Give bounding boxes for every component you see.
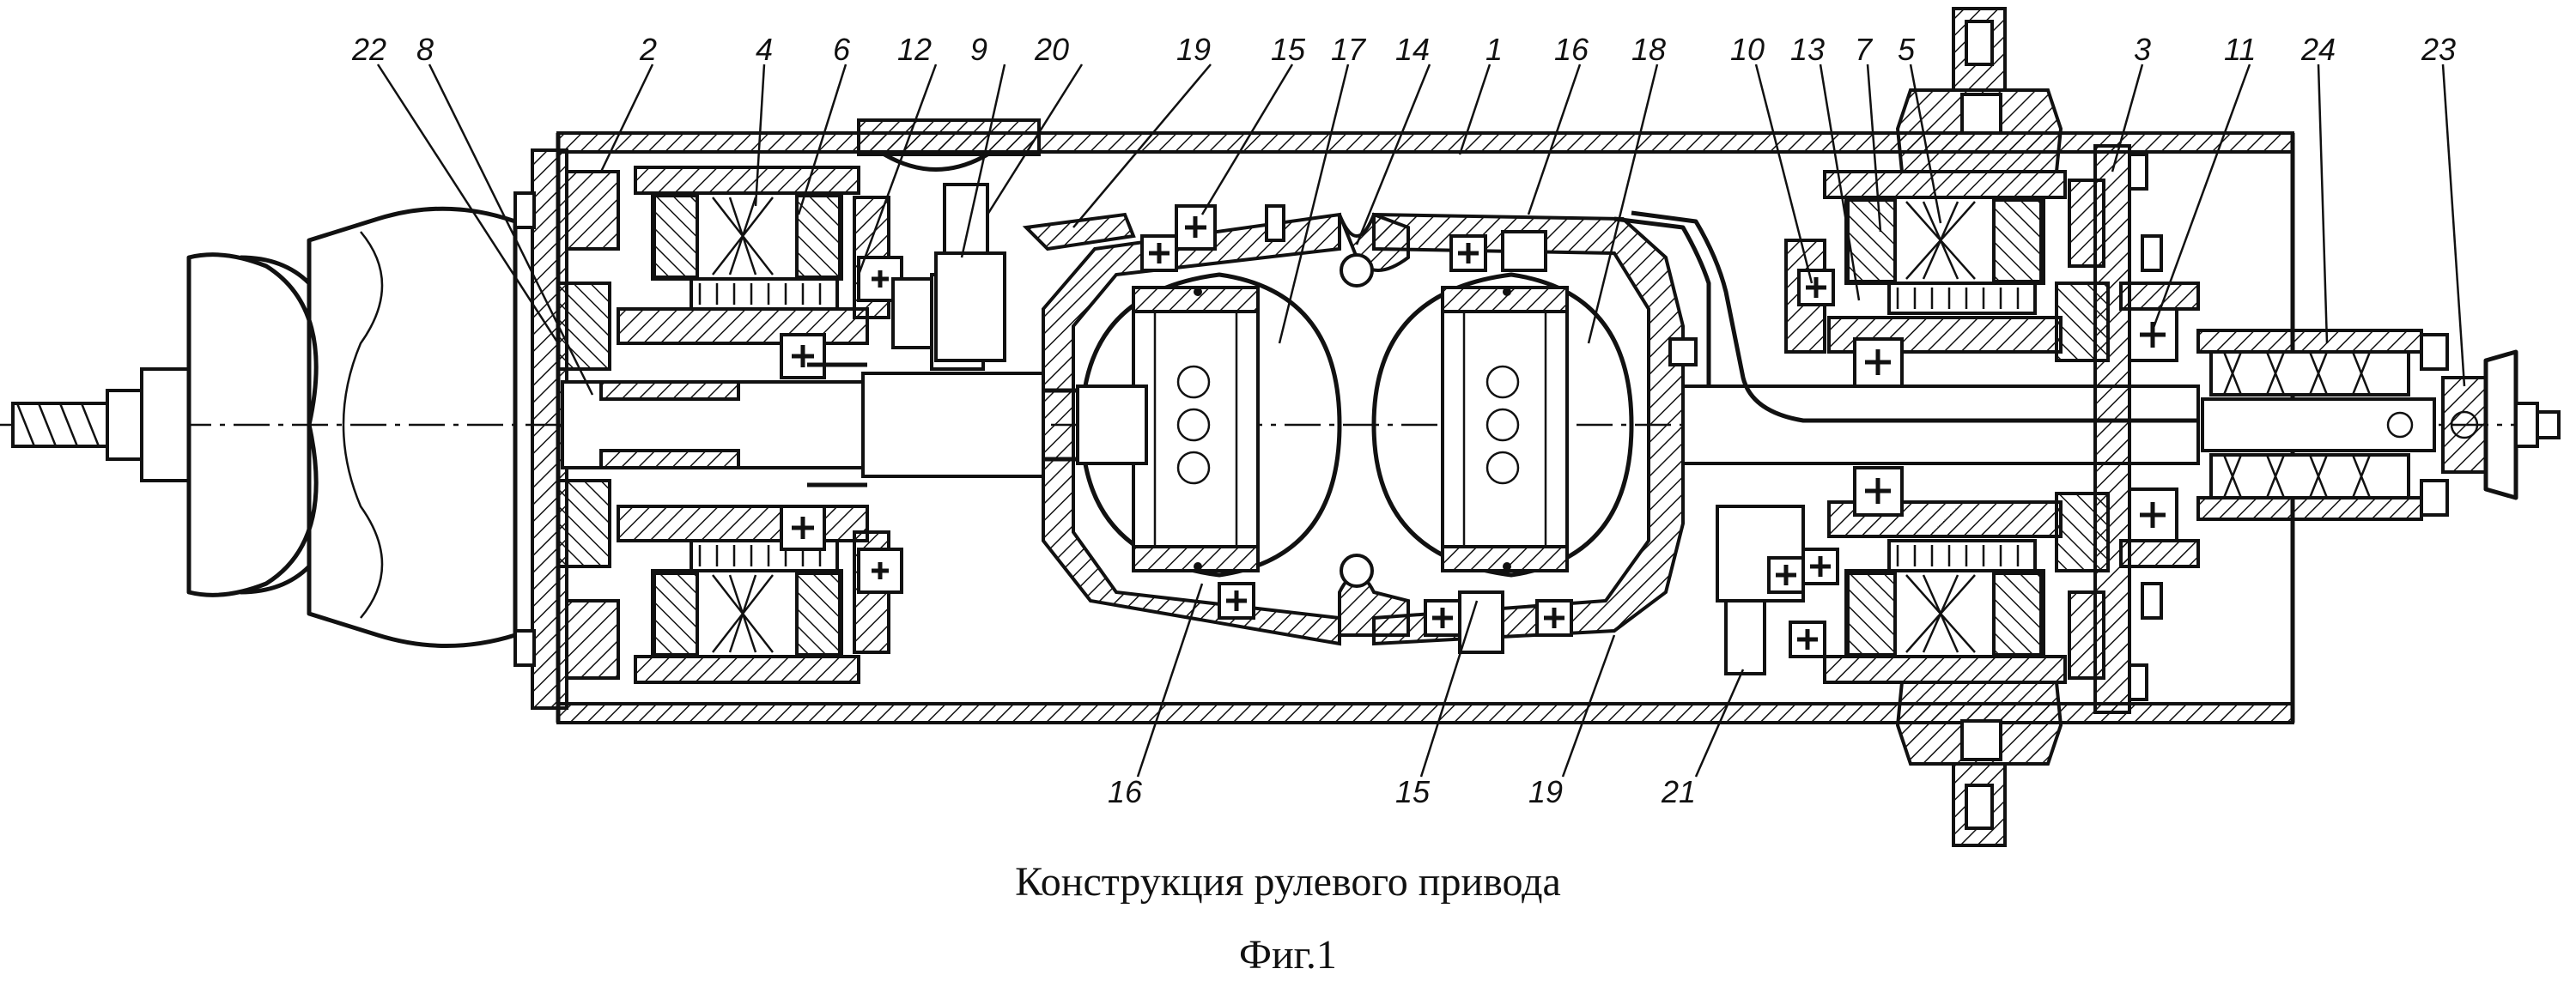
callout-24: 24 xyxy=(2300,32,2336,67)
callout-18: 18 xyxy=(1631,32,1666,67)
right-bearings-11 xyxy=(2119,282,2200,568)
left-end-cap-2 xyxy=(513,148,620,710)
callout-leaders xyxy=(376,64,2466,778)
callout-12: 12 xyxy=(897,32,932,67)
callout-bottom-19: 19 xyxy=(1528,774,1563,809)
right-end-cap-3 xyxy=(2055,144,2163,714)
callout-1: 1 xyxy=(1485,32,1503,67)
callouts-top: 22 8 2 4 6 12 9 20 19 15 17 14 1 16 18 1… xyxy=(351,32,2456,67)
callout-2: 2 xyxy=(639,32,657,67)
mounting-lug-top xyxy=(1895,7,2063,173)
central-shaft xyxy=(1076,385,1148,465)
right-motor-upper xyxy=(1784,170,2067,388)
callout-14: 14 xyxy=(1395,32,1430,67)
callouts-bottom: 16 15 19 21 xyxy=(1108,774,1696,809)
callout-23: 23 xyxy=(2421,32,2456,67)
callout-6: 6 xyxy=(833,32,851,67)
callout-15: 15 xyxy=(1271,32,1306,67)
sensor-21 xyxy=(1716,505,1826,675)
callout-17: 17 xyxy=(1331,32,1367,67)
callout-16: 16 xyxy=(1554,32,1589,67)
figure-caption-title: Конструкция рулевого привода xyxy=(1015,859,1561,905)
connector-23 xyxy=(2441,349,2561,500)
left-motor-upper xyxy=(617,166,903,345)
left-motor-lower xyxy=(617,505,903,684)
left-output-shaft xyxy=(11,206,518,648)
callout-20: 20 xyxy=(1034,32,1069,67)
drum-17 xyxy=(1079,204,1342,620)
callout-bottom-16: 16 xyxy=(1108,774,1143,809)
callout-5: 5 xyxy=(1898,32,1916,67)
callout-bottom-21: 21 xyxy=(1661,774,1696,809)
gearbox-casing xyxy=(1022,212,1685,646)
callout-9: 9 xyxy=(970,32,987,67)
callout-3: 3 xyxy=(2134,32,2151,67)
figure-number: Фиг.1 xyxy=(1239,932,1337,978)
callout-11: 11 xyxy=(2224,32,2256,67)
callout-22: 22 xyxy=(351,32,386,67)
spring-unit-24 xyxy=(2196,329,2449,521)
callout-4: 4 xyxy=(756,32,773,67)
left-shaft xyxy=(561,362,1084,487)
mounting-lug-bottom xyxy=(1895,681,2063,847)
callout-8: 8 xyxy=(416,32,434,67)
right-motor-lower xyxy=(1801,466,2067,684)
callout-10: 10 xyxy=(1730,32,1765,67)
callout-bottom-15: 15 xyxy=(1395,774,1431,809)
callout-7: 7 xyxy=(1855,32,1874,67)
callout-13: 13 xyxy=(1790,32,1825,67)
drum-18 xyxy=(1371,230,1634,654)
callout-19: 19 xyxy=(1176,32,1211,67)
